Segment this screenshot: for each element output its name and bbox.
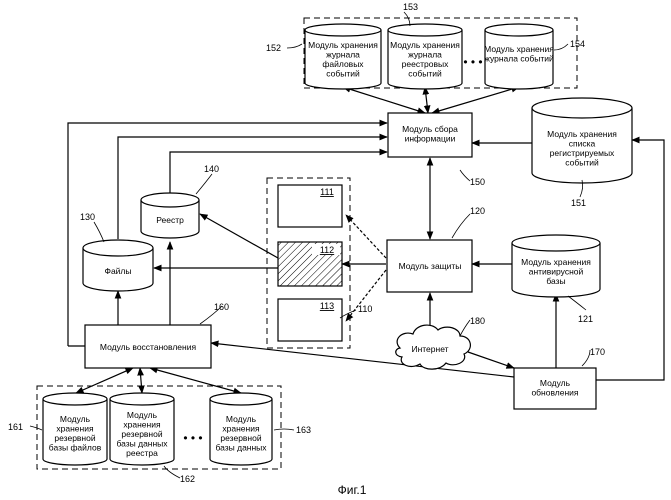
log-ellipsis: • • • <box>463 55 482 69</box>
ref-130: 130 <box>80 212 95 222</box>
label-line: резервной <box>220 433 261 443</box>
ref-110: 110 <box>358 304 372 314</box>
ref-150: 150 <box>470 177 485 187</box>
label-line: информации <box>405 134 456 144</box>
label-line: Модуль <box>60 414 91 424</box>
bk-reg-label: Модульхранениярезервнойбазы данныхреестр… <box>116 410 168 458</box>
ref-151: 151 <box>571 198 586 208</box>
log-reg-label: Модуль храненияжурналареестровыхсобытий <box>390 40 460 79</box>
label-line: списка <box>569 139 596 149</box>
backup-ellipsis: • • • <box>183 431 202 445</box>
label-line: Модуль сбора <box>402 124 458 134</box>
ref-162: 162 <box>180 474 195 484</box>
log-other-label: Модуль храненияжурнала событий <box>484 44 554 64</box>
ref-154: 154 <box>570 39 585 49</box>
label-line: хранения <box>222 424 260 434</box>
label-line: Модуль хранения <box>547 129 617 139</box>
reg-list-label: Модуль храненияспискарегистрируемыхсобыт… <box>547 129 617 168</box>
registry-label: Реестр <box>156 215 184 225</box>
label-line: регистрируемых <box>550 148 615 158</box>
restore-label: Модуль восстановления <box>100 342 197 352</box>
figure-caption: Фиг.1 <box>338 483 367 497</box>
av-db-label: Модуль храненияантивируснойбазы <box>521 257 591 286</box>
label-line: Модуль <box>540 378 571 388</box>
label-line: Реестр <box>156 215 184 225</box>
label-line: Модуль хранения <box>484 44 554 54</box>
ref-121: 121 <box>578 314 593 324</box>
label-line: Интернет <box>411 344 448 354</box>
protect-label: Модуль защиты <box>399 261 462 271</box>
label-line: журнала <box>408 50 442 60</box>
label-line: журнала <box>326 50 360 60</box>
label-line: базы файлов <box>49 443 102 453</box>
ref-170: 170 <box>590 347 605 357</box>
ref-120: 120 <box>470 206 485 216</box>
label-line: базы данных <box>116 439 168 449</box>
collect-label: Модуль сбораинформации <box>402 124 458 144</box>
label-line: журнала событий <box>484 54 554 64</box>
log-file-label: Модуль храненияжурналафайловыхсобытий <box>308 40 378 79</box>
label-line: хранения <box>123 420 161 430</box>
bk-data-label: Модульхранениярезервнойбазы данных <box>215 414 267 453</box>
label-line: реестровых <box>402 59 449 69</box>
bk-files-label: Модульхранениярезервнойбазы файлов <box>49 414 102 453</box>
label-line: событий <box>326 69 360 79</box>
label-line: базы <box>546 276 565 286</box>
label-line: обновления <box>531 388 578 398</box>
ref-163: 163 <box>296 425 311 435</box>
ref-160: 160 <box>214 302 229 312</box>
ref-161: 161 <box>8 422 23 432</box>
label-line: резервной <box>54 433 95 443</box>
label-line: Модуль <box>226 414 257 424</box>
label-line: антивирусной <box>529 267 584 277</box>
label-line: базы данных <box>215 443 267 453</box>
update-label: Модульобновления <box>531 378 578 398</box>
files-label: Файлы <box>104 266 131 276</box>
label-line: Модуль хранения <box>521 257 591 267</box>
ref-180: 180 <box>470 316 485 326</box>
block-111-number: 111 <box>320 187 334 197</box>
label-line: резервной <box>121 429 162 439</box>
label-line: Модуль <box>127 410 158 420</box>
label-line: хранения <box>56 424 94 434</box>
label-line: файловых <box>322 59 364 69</box>
label-line: реестра <box>126 448 158 458</box>
block-112-number: 112 <box>320 245 334 255</box>
ref-152: 152 <box>266 43 281 53</box>
label-line: событий <box>565 158 599 168</box>
label-line: Модуль хранения <box>390 40 460 50</box>
block-113-number: 113 <box>320 301 334 311</box>
internet-label: Интернет <box>411 344 448 354</box>
ref-140: 140 <box>204 164 219 174</box>
label-line: Файлы <box>104 266 131 276</box>
ref-153: 153 <box>403 2 418 12</box>
label-line: событий <box>408 69 442 79</box>
label-line: Модуль хранения <box>308 40 378 50</box>
label-line: Модуль восстановления <box>100 342 197 352</box>
label-line: Модуль защиты <box>399 261 462 271</box>
